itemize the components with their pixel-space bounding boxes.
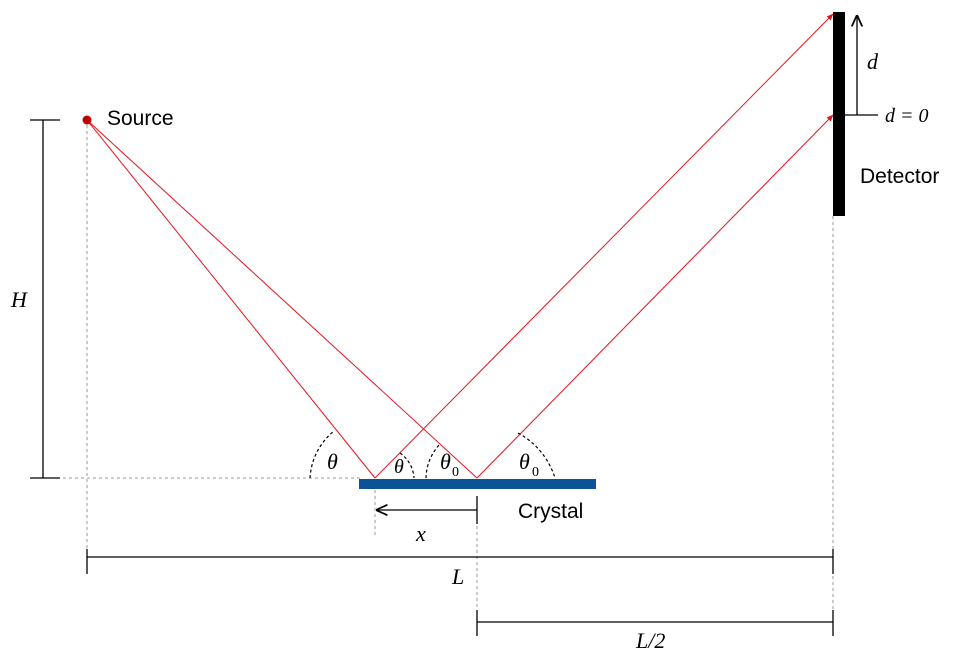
source-point [82,115,92,125]
ray-incident-theta [86,119,376,479]
ray-incident-theta0 [86,119,478,479]
l-half-label: L/2 [635,628,665,653]
d-label: d [867,49,879,74]
detector-bar [833,12,845,216]
theta-label-left: θ [327,449,338,474]
theta0-label-right: θ 0 [519,449,539,480]
theta0-left-subscript: 0 [452,465,459,480]
theta0-right-subscript: 0 [532,465,539,480]
theta-label-right: θ [394,456,404,478]
d-zero-label: d = 0 [885,105,929,127]
h-label: H [10,287,28,312]
crystal-slab [359,479,596,489]
theta0-angle-arc-left [425,443,441,479]
theta0-right-base: θ [519,449,530,474]
source-label: Source [107,107,174,130]
detector-label: Detector [860,165,939,188]
theta0-angle-arc-right [517,432,556,479]
l-label: L [451,564,464,589]
x-label: x [415,521,426,546]
ray-reflected-theta0 [476,114,834,479]
crystal-label: Crystal [518,500,583,523]
ray-reflected-theta [374,13,834,479]
theta-angle-arc-right [399,452,415,479]
theta0-label-left: θ 0 [440,449,459,480]
theta0-left-base: θ [440,449,451,474]
